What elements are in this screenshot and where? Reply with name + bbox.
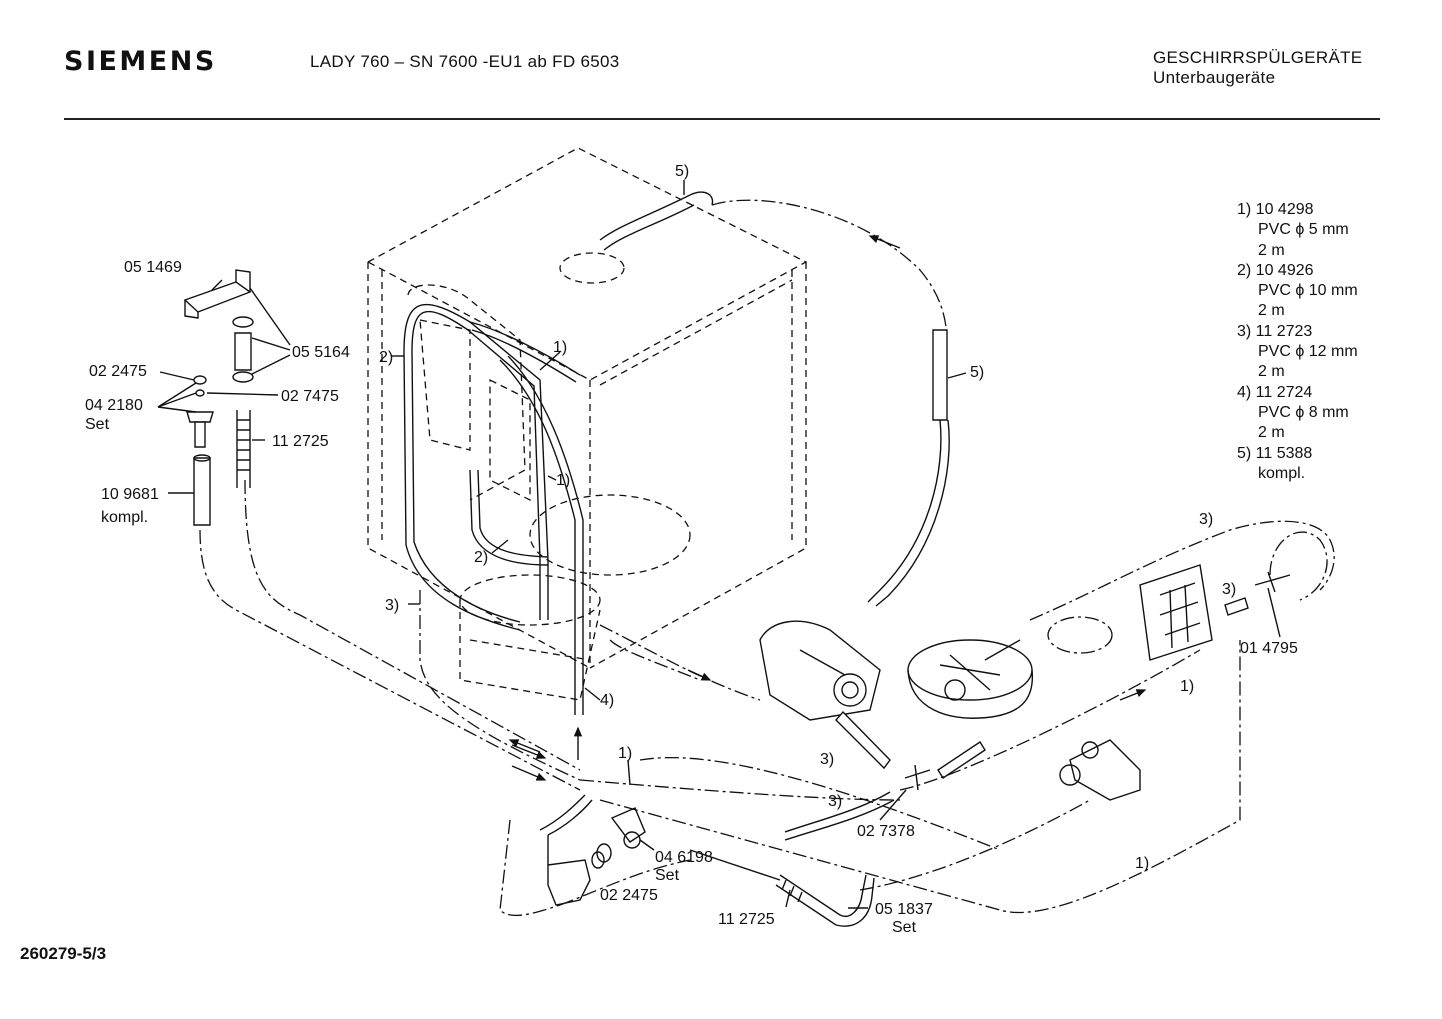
t-piece-014795 xyxy=(1224,531,1328,616)
heater-bowl xyxy=(907,639,1034,719)
callout-4: 4) xyxy=(600,692,614,709)
brand-logo: SIEMENS xyxy=(64,46,217,77)
callout-3-c: 3) xyxy=(828,793,842,810)
routing-lines xyxy=(199,479,1335,917)
legend-item-2-spec: PVC ϕ 10 mm xyxy=(1258,282,1358,300)
legend-item-2: 2) 10 4926 xyxy=(1237,261,1314,279)
callout-1-c: 1) xyxy=(618,745,632,762)
hose-3-pieces xyxy=(784,710,986,841)
tub-outline xyxy=(366,147,808,669)
label-022475-top: 02 2475 xyxy=(89,363,147,380)
leader-lines xyxy=(157,180,1281,909)
header-divider xyxy=(64,118,1380,120)
drain-hose-109681 xyxy=(193,454,211,526)
sump-pump xyxy=(459,574,601,701)
callout-1-a: 1) xyxy=(553,339,567,356)
callout-3-e: 3) xyxy=(1222,581,1236,598)
label-set-046198: Set xyxy=(655,867,680,884)
flow-arrows xyxy=(508,669,1147,781)
label-051837: 05 1837 xyxy=(875,901,933,918)
label-051469: 05 1469 xyxy=(124,259,182,276)
gasket-022475 xyxy=(591,843,612,869)
category-sub: Unterbaugeräte xyxy=(1153,68,1276,87)
callout-1-e: 1) xyxy=(1135,855,1149,872)
hose-5-top xyxy=(599,191,950,607)
elbow-046198 xyxy=(610,807,646,849)
circulation-pump xyxy=(759,620,881,721)
legend-item-4-length: 2 m xyxy=(1258,424,1285,442)
label-022475-bottom: 02 2475 xyxy=(600,887,658,904)
hose-clip-051469 xyxy=(183,269,252,319)
label-112725-top: 11 2725 xyxy=(272,433,329,450)
label-046198: 04 6198 xyxy=(655,849,713,866)
label-042180: 04 2180 xyxy=(85,397,143,414)
callout-2-a: 2) xyxy=(379,349,393,366)
hose-1-vertical xyxy=(469,321,584,715)
screw-set-042180 xyxy=(186,375,214,448)
label-055164: 05 5164 xyxy=(292,344,350,361)
label-kompl-109681: kompl. xyxy=(101,509,148,526)
softener-assembly xyxy=(407,284,531,502)
callout-3-b: 3) xyxy=(820,751,834,768)
legend-item-5-spec: kompl. xyxy=(1258,464,1306,482)
legend-item-4: 4) 11 2724 xyxy=(1237,383,1313,401)
label-027378: 02 7378 xyxy=(857,823,915,840)
document-number: 260279-5/3 xyxy=(20,944,107,963)
legend-item-1-spec: PVC ϕ 5 mm xyxy=(1258,221,1349,239)
category-main: GESCHIRRSPÜLGERÄTE xyxy=(1153,48,1363,67)
hose-112725-bottom xyxy=(689,849,811,906)
label-112725-bottom: 11 2725 xyxy=(718,911,775,928)
label-027475: 02 7475 xyxy=(281,388,339,405)
callout-2-b: 2) xyxy=(474,549,488,566)
legend-item-4-spec: PVC ϕ 8 mm xyxy=(1258,403,1349,421)
callout-1-d: 1) xyxy=(1180,678,1194,695)
callout-5-top: 5) xyxy=(675,163,689,180)
label-set-051837: Set xyxy=(892,919,917,936)
model-designation: LADY 760 – SN 7600 -EU1 ab FD 6503 xyxy=(310,52,620,71)
legend-item-3-length: 2 m xyxy=(1258,363,1285,381)
label-109681: 10 9681 xyxy=(101,486,159,503)
product-category: GESCHIRRSPÜLGERÄTE Unterbaugeräte xyxy=(1153,48,1362,88)
legend-item-2-length: 2 m xyxy=(1258,302,1285,320)
legend-item-3-spec: PVC ϕ 12 mm xyxy=(1258,343,1358,361)
elbow-051837 xyxy=(805,874,875,927)
corrugated-hose-112725 xyxy=(236,410,251,488)
hose-2-left xyxy=(403,304,549,631)
legend-item-3: 3) 11 2723 xyxy=(1237,322,1313,340)
callout-3-d: 3) xyxy=(1199,511,1213,528)
parts-legend: 1) 10 4298 PVC ϕ 5 mm 2 m 2) 10 4926 PVC… xyxy=(1237,200,1358,484)
label-014795: 01 4795 xyxy=(1240,640,1298,657)
drain-connector xyxy=(539,794,593,906)
callout-1-b: 1) xyxy=(556,472,570,489)
callout-3-a: 3) xyxy=(385,597,399,614)
legend-item-1-length: 2 m xyxy=(1258,241,1285,259)
aquastop-valve-block xyxy=(1139,564,1213,661)
flow-arrow xyxy=(868,235,901,249)
callout-5-right: 5) xyxy=(970,364,984,381)
inlet-valve xyxy=(1059,739,1141,801)
legend-item-1: 1) 10 4298 xyxy=(1237,201,1314,218)
legend-item-5: 5) 11 5388 xyxy=(1237,444,1313,462)
label-set-042180: Set xyxy=(85,416,110,433)
clamp-hose-055164 xyxy=(232,316,254,383)
